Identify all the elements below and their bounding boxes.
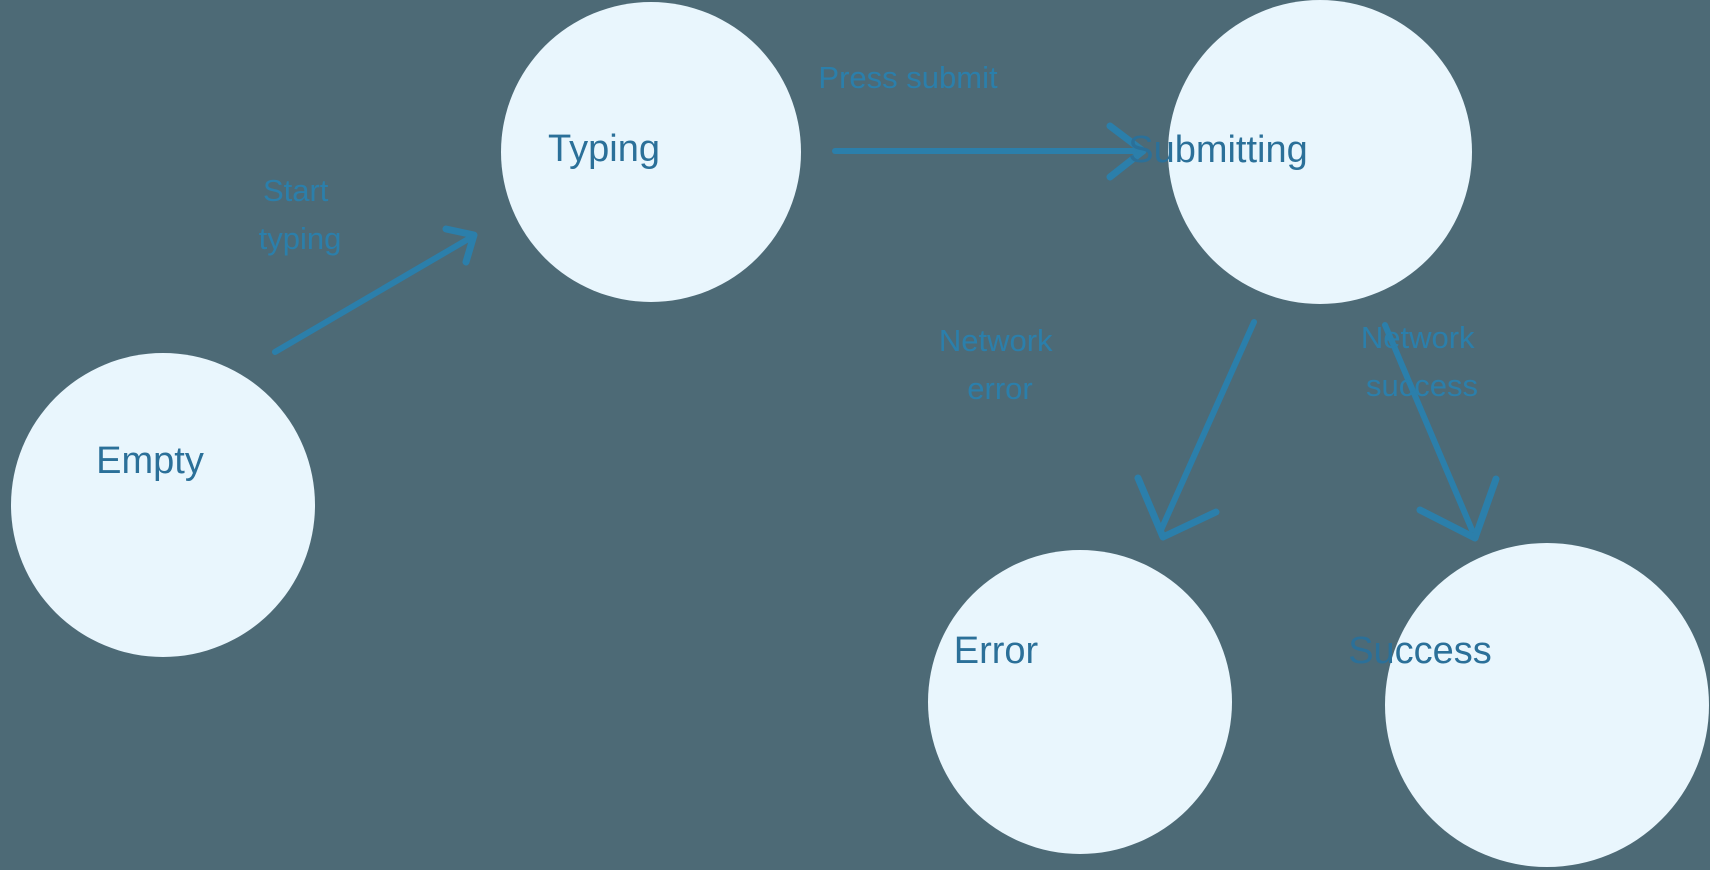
edge-empty-to-typing[interactable]: Start typing (259, 173, 478, 355)
node-circle-empty (11, 353, 315, 657)
arrowhead-empty-to-typing (442, 225, 478, 266)
node-circle-submitting (1168, 0, 1472, 304)
node-typing[interactable]: Typing (501, 2, 801, 302)
edge-label-line: Network (939, 323, 1053, 358)
node-label-empty: Empty (96, 440, 204, 482)
edge-label-typing-to-submitting: Press submit (818, 60, 998, 95)
arrowhead-submitting-to-success (1416, 475, 1500, 542)
arrowhead-submitting-to-error (1134, 474, 1220, 541)
edge-submitting-to-error[interactable]: Network error (939, 319, 1257, 541)
edge-label-line: typing (259, 221, 342, 256)
edge-line-empty-to-typing (272, 235, 473, 355)
node-label-submitting: Submitting (1128, 129, 1308, 171)
node-submitting[interactable]: Submitting (1128, 0, 1472, 304)
edge-label-empty-to-typing: Start typing (259, 173, 342, 256)
node-empty[interactable]: Empty (11, 353, 315, 657)
node-label-error: Error (954, 630, 1039, 672)
edge-label-line: Network (1361, 320, 1475, 355)
edge-line-submitting-to-error (1158, 319, 1257, 533)
edge-label-line: error (967, 371, 1032, 406)
edge-typing-to-submitting[interactable]: Press submit (818, 60, 1147, 181)
edge-label-line: success (1366, 368, 1478, 403)
edge-label-submitting-to-success: Network success (1361, 320, 1483, 403)
node-label-typing: Typing (548, 128, 660, 170)
edge-label-line: Press submit (818, 60, 998, 95)
node-circle-typing (501, 2, 801, 302)
edge-submitting-to-success[interactable]: Network success (1361, 320, 1500, 542)
node-label-success: Success (1348, 630, 1492, 672)
edge-label-submitting-to-error: Network error (939, 323, 1061, 406)
node-success[interactable]: Success (1348, 543, 1709, 867)
edge-label-line: Start (263, 173, 329, 208)
node-circle-success (1385, 543, 1709, 867)
node-circle-error (928, 550, 1232, 854)
edge-line-submitting-to-success (1382, 322, 1475, 533)
arrowhead-typing-to-submitting (1106, 122, 1147, 181)
node-error[interactable]: Error (928, 550, 1232, 854)
